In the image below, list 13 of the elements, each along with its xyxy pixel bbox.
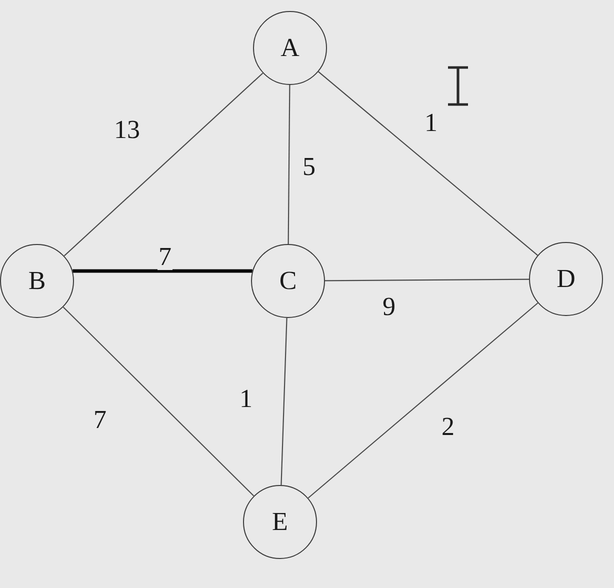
graph-edge: [308, 302, 538, 498]
node-label: E: [272, 509, 288, 535]
graph-edge: [64, 72, 264, 256]
node-label: B: [28, 268, 46, 294]
graph-edge: [288, 85, 290, 244]
graph-edge: [72, 269, 252, 273]
graph-edge: [62, 306, 254, 496]
graph-edge: [325, 278, 529, 282]
node-label: A: [280, 35, 300, 61]
node-label: D: [556, 266, 576, 292]
graph-edge: [280, 318, 288, 486]
graph-edge: [318, 71, 538, 256]
node-label: C: [279, 268, 297, 294]
